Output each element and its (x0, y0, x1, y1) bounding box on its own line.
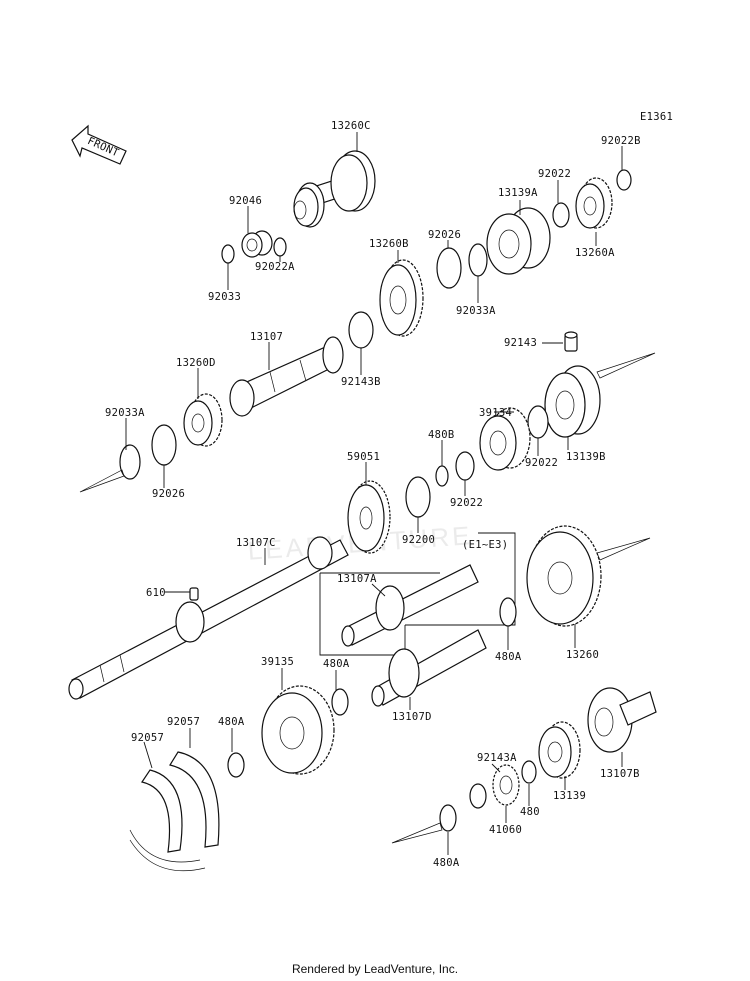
part-13139b-gear[interactable] (544, 365, 601, 438)
callout-13260b[interactable]: 13260B (369, 238, 409, 250)
callout-92022a[interactable]: 92022A (255, 261, 295, 273)
variant-box-label: (E1~E3) (462, 539, 508, 551)
callout-13260[interactable]: 13260 (566, 649, 599, 661)
callout-13107c[interactable]: 13107C (236, 537, 276, 549)
part-92143-sleeve[interactable] (564, 331, 578, 352)
callout-13139[interactable]: 13139 (553, 790, 586, 802)
part-92057-chain-right[interactable] (169, 751, 220, 848)
part-39134-hub[interactable] (479, 407, 531, 471)
part-92033-circlip[interactable] (221, 244, 235, 264)
callout-92057-right[interactable]: 92057 (167, 716, 200, 728)
callout-92033a[interactable]: 92033A (456, 305, 496, 317)
part-13260c-gear-cluster[interactable] (293, 150, 376, 228)
callout-92026[interactable]: 92026 (428, 229, 461, 241)
part-92022-washer-top[interactable] (552, 202, 570, 228)
part-480-circlip[interactable] (521, 760, 537, 784)
callout-92033[interactable]: 92033 (208, 291, 241, 303)
part-92143a-collar[interactable] (469, 783, 487, 809)
front-arrow-icon: FRONT (71, 124, 127, 165)
callout-39134[interactable]: 39134 (479, 407, 512, 419)
part-39135-gear[interactable] (261, 685, 335, 775)
part-13139-gear[interactable] (538, 721, 581, 779)
callout-610[interactable]: 610 (146, 587, 166, 599)
footer-credit: Rendered by LeadVenture, Inc. (291, 962, 459, 976)
callout-92022b[interactable]: 92022B (601, 135, 641, 147)
callout-13107a[interactable]: 13107A (337, 573, 377, 585)
callout-39135[interactable]: 39135 (261, 656, 294, 668)
variant-box: (E1~E3) (319, 532, 516, 656)
callout-480[interactable]: 480 (520, 806, 540, 818)
part-92022-washer-mid[interactable] (527, 405, 549, 439)
part-41060-gear[interactable] (492, 764, 520, 806)
callout-92026-left[interactable]: 92026 (152, 488, 185, 500)
callout-92046[interactable]: 92046 (229, 195, 262, 207)
callout-92033a-left[interactable]: 92033A (105, 407, 145, 419)
callout-480a-mid[interactable]: 480A (495, 651, 522, 663)
callout-480a-lowmid[interactable]: 480A (323, 658, 350, 670)
callout-92143a[interactable]: 92143A (477, 752, 517, 764)
part-92022b-washer[interactable] (616, 169, 632, 191)
callout-labels: 13260C 92022B 92022 13139A 13260A 92046 … (105, 120, 641, 869)
part-92022a-washer[interactable] (273, 237, 287, 257)
leader-lines (125, 132, 623, 855)
part-92026-washer[interactable] (436, 247, 462, 289)
callout-13107[interactable]: 13107 (250, 331, 283, 343)
part-92143b-collar[interactable] (348, 311, 374, 349)
part-13260d-gear[interactable] (183, 393, 223, 447)
callout-92022-mid[interactable]: 92022 (525, 457, 558, 469)
part-92026-washer-left[interactable] (151, 424, 177, 466)
callout-13107b[interactable]: 13107B (600, 768, 640, 780)
part-13107d-shaft[interactable] (371, 629, 487, 707)
callout-41060[interactable]: 41060 (489, 824, 522, 836)
part-92057-chain-left[interactable] (141, 769, 183, 853)
part-13107a-shaft[interactable] (341, 564, 479, 647)
part-92033a-circlip-left[interactable] (119, 444, 141, 480)
part-480b-circlip[interactable] (435, 465, 449, 487)
part-92022-washer-midleft[interactable] (455, 451, 475, 481)
part-13107c-main-shaft[interactable] (68, 536, 349, 700)
callout-92200[interactable]: 92200 (402, 534, 435, 546)
callout-13139b[interactable]: 13139B (566, 451, 606, 463)
callout-59051[interactable]: 59051 (347, 451, 380, 463)
callout-13260c[interactable]: 13260C (331, 120, 371, 132)
part-13107-shaft[interactable] (229, 336, 344, 417)
callout-13139a[interactable]: 13139A (498, 187, 538, 199)
callout-480b[interactable]: 480B (428, 429, 455, 441)
diagram-code: E1361 (640, 111, 673, 123)
callout-92143[interactable]: 92143 (504, 337, 537, 349)
callout-13107d[interactable]: 13107D (392, 711, 432, 723)
callout-13260a[interactable]: 13260A (575, 247, 615, 259)
part-480a-circlip-lowleft[interactable] (227, 752, 245, 778)
callout-13260d[interactable]: 13260D (176, 357, 216, 369)
callout-92057-left[interactable]: 92057 (131, 732, 164, 744)
part-92033a-circlip-top[interactable] (468, 243, 488, 277)
callout-480a-lowleft[interactable]: 480A (218, 716, 245, 728)
part-92200-washer[interactable] (405, 476, 431, 518)
part-13260b-gear[interactable] (379, 259, 424, 337)
part-13260-big-gear[interactable] (526, 525, 602, 627)
part-480a-circlip-lowmid[interactable] (331, 688, 349, 716)
part-480a-circlip-bottom[interactable] (439, 804, 457, 832)
part-610-pin[interactable] (189, 587, 199, 601)
part-480a-circlip-mid[interactable] (499, 597, 517, 627)
callout-92022[interactable]: 92022 (538, 168, 571, 180)
part-92046-needle-bearing[interactable] (241, 230, 273, 258)
callout-92022-midleft[interactable]: 92022 (450, 497, 483, 509)
callout-480a-bottom[interactable]: 480A (433, 857, 460, 869)
part-13260a-gear[interactable] (575, 177, 613, 229)
part-59051-gear[interactable] (347, 480, 391, 554)
part-13107b-shaft[interactable] (587, 687, 657, 753)
part-13139a-gear[interactable] (486, 207, 551, 275)
callout-92143b[interactable]: 92143B (341, 376, 381, 388)
